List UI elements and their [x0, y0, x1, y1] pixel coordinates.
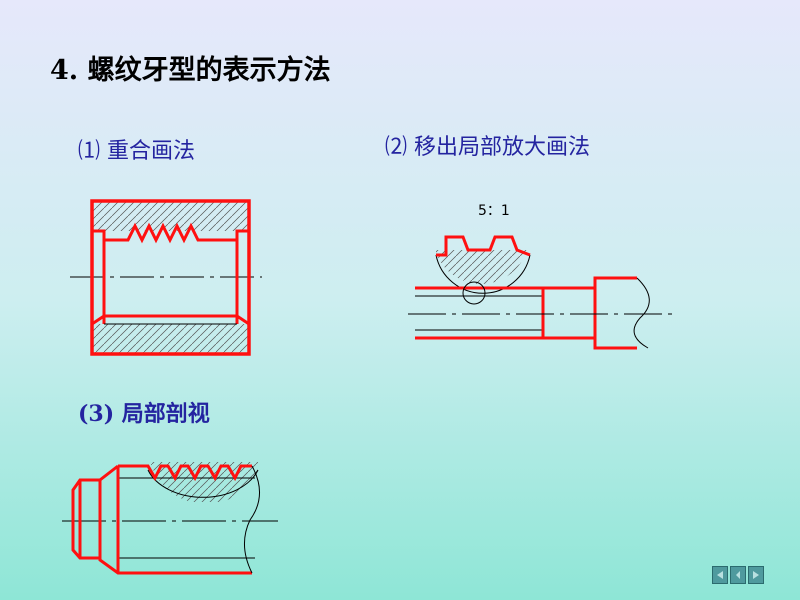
- partial-break-line: [244, 465, 260, 574]
- section-heading-overlap: ⑴ 重合画法: [78, 139, 195, 164]
- partial-thread-profile: [118, 464, 252, 482]
- hatch-top: [92, 201, 249, 231]
- previous-icon: [736, 571, 740, 579]
- shaft-body-outline: [98, 464, 252, 575]
- drawing-overlap-method: [70, 199, 262, 356]
- break-line: [633, 277, 650, 349]
- detail-circle: [462, 281, 486, 305]
- hatch-bottom: [92, 324, 249, 354]
- section-heading-partial-section: (3) 局部剖视: [78, 401, 210, 427]
- nav-previous-button[interactable]: [730, 566, 746, 584]
- drawing-enlarged-view: 5：1: [408, 203, 672, 350]
- nav-next-button[interactable]: [748, 566, 764, 584]
- shoulder-bottom: [593, 338, 637, 350]
- first-icon: [717, 571, 723, 579]
- shaft-end-outline: [71, 478, 100, 560]
- shoulder-top: [593, 276, 637, 288]
- enlarged-thread-profile: [436, 235, 531, 257]
- scale-label: 5：1: [478, 203, 510, 219]
- next-icon: [753, 571, 759, 579]
- nav-first-button[interactable]: [712, 566, 728, 584]
- enlarged-hatch: [436, 250, 529, 284]
- partial-boundary-arc: [147, 469, 259, 498]
- nut-outline: [90, 199, 251, 356]
- thread-profile-overlap: [92, 222, 249, 244]
- slide-navigation: [712, 566, 766, 584]
- slide-title: 4. 螺纹牙型的表示方法: [50, 55, 331, 86]
- drawing-partial-section: [62, 462, 278, 575]
- section-heading-enlarged: ⑵ 移出局部放大画法: [385, 135, 590, 160]
- enlarged-boundary-arc: [435, 254, 531, 294]
- lower-chamfer: [91, 314, 250, 326]
